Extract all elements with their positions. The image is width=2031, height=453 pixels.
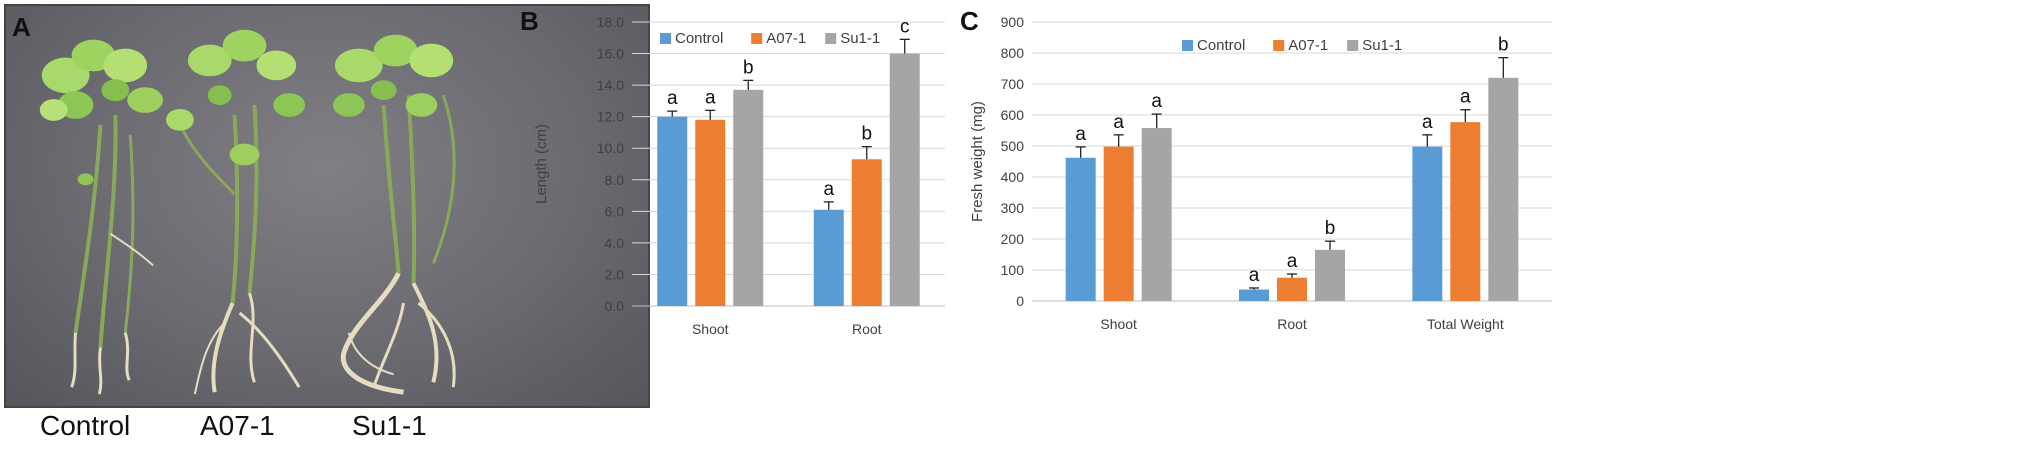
bar-a07-1-total-weight	[1450, 122, 1481, 301]
y-tick-label: 0	[1016, 293, 1024, 309]
significance-letter: a	[1422, 112, 1433, 133]
bar-a07-1-root	[1277, 277, 1307, 301]
x-tick-label: Root	[1277, 316, 1307, 332]
significance-letter: a	[1249, 265, 1260, 286]
significance-letter: b	[861, 124, 872, 145]
legend-label-su1-1: Su1-1	[840, 30, 880, 47]
bar-a07-1-root	[851, 159, 882, 306]
significance-letter: c	[900, 16, 910, 37]
y-axis-label: Fresh weight (mg)	[969, 101, 986, 222]
legend-swatch-su1-1	[825, 33, 837, 44]
y-tick-label: 700	[1001, 76, 1025, 92]
bar-su1-1-total-weight	[1488, 77, 1519, 301]
plant-label-a07-1: A07-1	[200, 410, 275, 441]
legend-label-su1-1: Su1-1	[1362, 37, 1402, 54]
y-tick-label: 6.0	[605, 203, 625, 219]
y-tick-label: 500	[1001, 138, 1025, 154]
legend-label-a07-1: A07-1	[766, 30, 806, 47]
panel-b-letter: B	[520, 6, 539, 36]
x-tick-label: Total Weight	[1427, 316, 1504, 332]
y-tick-label: 600	[1001, 107, 1025, 123]
bar-su1-1-root	[889, 53, 920, 306]
legend-swatch-a07-1	[1273, 40, 1285, 51]
y-axis-label: Length (cm)	[533, 124, 550, 204]
y-tick-label: 0.0	[605, 298, 625, 314]
plant-control	[39, 39, 164, 395]
seedling-illustration	[39, 29, 456, 395]
legend-label-control: Control	[1197, 37, 1245, 54]
x-tick-label: Shoot	[692, 321, 729, 337]
y-tick-label: 18.0	[597, 14, 624, 30]
legend-label-control: Control	[675, 30, 723, 47]
y-tick-label: 10.0	[597, 140, 624, 156]
bar-control-root	[1239, 289, 1269, 301]
y-tick-label: 14.0	[597, 77, 624, 93]
significance-letter: a	[1151, 91, 1162, 112]
x-tick-label: Root	[852, 321, 882, 337]
significance-letter: b	[743, 57, 754, 78]
plant-label-control: Control	[40, 410, 131, 441]
legend-swatch-control	[1182, 40, 1193, 51]
significance-letter: a	[1075, 124, 1086, 145]
y-tick-label: 12.0	[597, 109, 624, 125]
plant-su1-1	[332, 34, 456, 395]
plant-label-su1-1: Su1-1	[352, 410, 427, 441]
significance-letter: a	[1113, 112, 1124, 133]
y-tick-label: 800	[1001, 45, 1025, 61]
y-tick-label: 8.0	[605, 172, 625, 188]
bar-a07-1-shoot	[695, 119, 726, 306]
y-tick-label: 400	[1001, 169, 1025, 185]
legend-label-a07-1: A07-1	[1288, 37, 1328, 54]
significance-letter: a	[1287, 251, 1298, 272]
bar-su1-1-shoot	[1141, 128, 1172, 301]
legend-swatch-a07-1	[751, 33, 763, 44]
y-tick-label: 4.0	[605, 235, 625, 251]
significance-letter: b	[1498, 35, 1509, 56]
significance-letter: b	[1325, 218, 1336, 239]
panel-a: A Control A07-1 Su1-1	[0, 0, 660, 448]
panel-c-letter: C	[960, 6, 979, 36]
y-tick-label: 900	[1001, 14, 1025, 30]
bar-a07-1-shoot	[1103, 146, 1134, 301]
bar-control-root	[813, 209, 844, 306]
x-tick-label: Shoot	[1100, 316, 1137, 332]
significance-letter: a	[823, 179, 834, 200]
bar-su1-1-shoot	[733, 89, 764, 306]
bar-control-shoot	[1065, 157, 1096, 301]
bar-control-total-weight	[1412, 146, 1443, 301]
seedling-photo	[4, 4, 650, 408]
y-tick-label: 16.0	[597, 46, 624, 62]
plant-a07-1	[166, 29, 306, 395]
bar-control-shoot	[657, 116, 688, 307]
y-tick-label: 200	[1001, 231, 1025, 247]
legend-swatch-su1-1	[1347, 40, 1359, 51]
legend-swatch-control	[660, 33, 671, 44]
y-tick-label: 2.0	[605, 266, 625, 282]
panel-a-letter: A	[12, 12, 31, 42]
length-chart: 0.0 2.0 4.0 6.0 8.0 10.0 12.0 14.0 16.0 18.0Lengt…	[533, 14, 945, 337]
y-tick-label: 100	[1001, 262, 1025, 278]
significance-letter: a	[705, 87, 716, 108]
y-tick-label: 300	[1001, 200, 1025, 216]
bar-su1-1-root	[1315, 249, 1345, 301]
significance-letter: a	[667, 88, 678, 109]
significance-letter: a	[1460, 87, 1471, 108]
